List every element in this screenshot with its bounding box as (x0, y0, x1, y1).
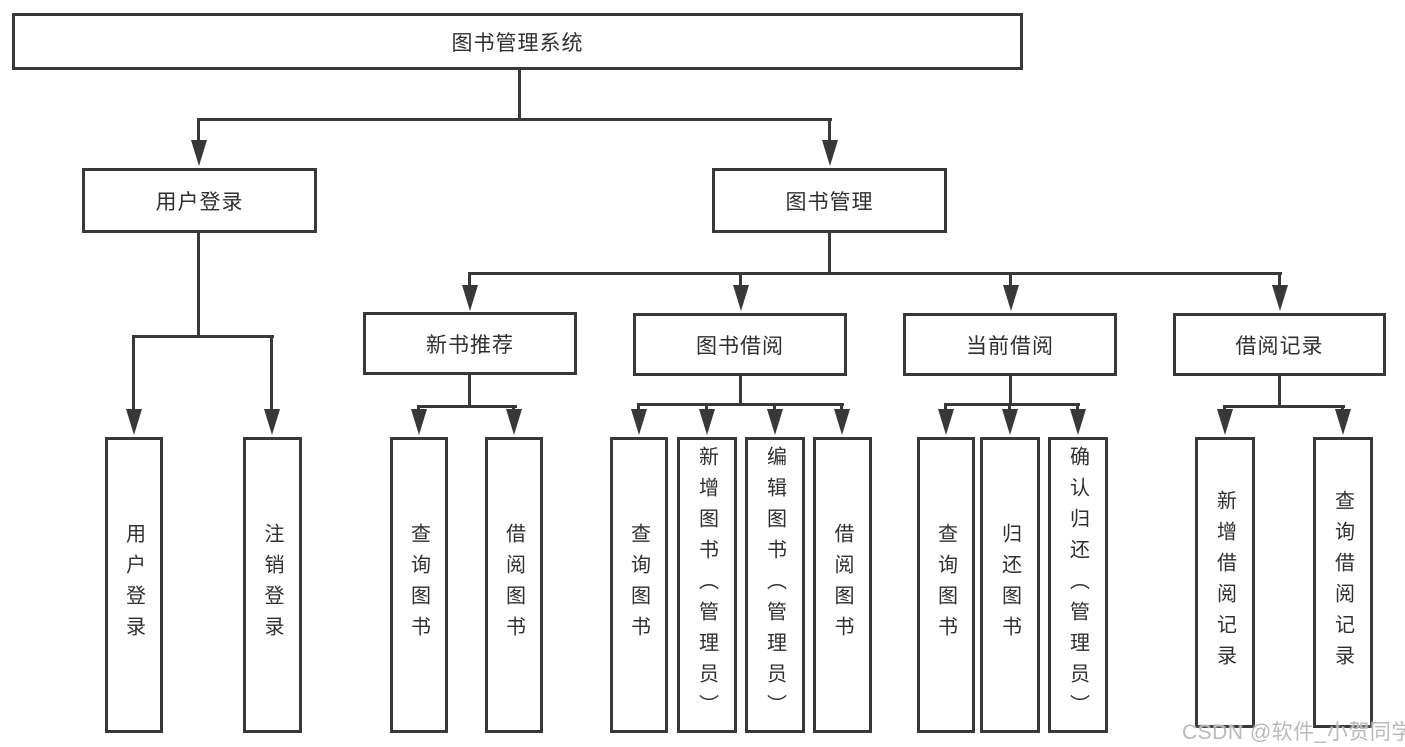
node-leaf-borrow-books: 借阅图书 (813, 437, 872, 733)
connector-arrow-shaft (828, 118, 831, 144)
connector-bar (1224, 405, 1345, 408)
connector-stem (739, 375, 742, 406)
connector-stem (1278, 375, 1281, 408)
connector-arrow-shaft (132, 335, 135, 415)
node-leaf-user-login: 用户登录 (105, 437, 163, 733)
connector-arrow-shaft (1278, 272, 1281, 290)
arrowhead-down-icon (938, 409, 954, 435)
connector-login-bar (133, 335, 274, 338)
arrowhead-down-icon (834, 409, 850, 435)
connector-arrow-shaft (270, 335, 273, 415)
node-root: 图书管理系统 (12, 13, 1023, 70)
node-leaf-query-books-current: 查询图书 (917, 437, 975, 733)
arrowhead-down-icon (822, 140, 838, 166)
node-leaf-add-book-admin: 新增图书（管理员） (677, 437, 737, 733)
arrowhead-down-icon (462, 285, 478, 311)
arrowhead-down-icon (631, 409, 647, 435)
arrowhead-down-icon (767, 409, 783, 435)
node-new-book-recommend: 新书推荐 (363, 312, 577, 375)
node-leaf-logout: 注销登录 (243, 437, 302, 733)
node-current-borrow: 当前借阅 (903, 313, 1117, 376)
arrowhead-down-icon (264, 409, 280, 435)
connector-level2-bar (197, 118, 832, 121)
connector-stem (1009, 375, 1012, 406)
node-leaf-return-book: 归还图书 (980, 437, 1040, 733)
node-leaf-edit-book-admin: 编辑图书（管理员） (745, 437, 805, 733)
arrowhead-down-icon (126, 409, 142, 435)
node-borrow-records: 借阅记录 (1173, 313, 1386, 376)
node-leaf-add-borrow-record: 新增借阅记录 (1195, 437, 1255, 728)
connector-root-stem (518, 67, 521, 120)
connector-stem (468, 374, 471, 408)
connector-arrow-shaft (1009, 272, 1012, 290)
connector-arrow-shaft (197, 118, 200, 144)
connector-bar (945, 403, 1080, 406)
arrowhead-down-icon (506, 409, 522, 435)
connector-arrow-shaft (468, 272, 471, 290)
node-book-borrow: 图书借阅 (633, 313, 847, 376)
arrowhead-down-icon (1217, 409, 1233, 435)
connector-management-stem (828, 231, 831, 274)
node-leaf-query-books-recommend: 查询图书 (390, 437, 448, 733)
arrowhead-down-icon (191, 140, 207, 166)
watermark: CSDN @软件_小贺同学 (1182, 721, 1405, 744)
connector-bar (638, 403, 844, 406)
arrowhead-down-icon (1002, 409, 1018, 435)
connector-login-stem (197, 231, 200, 337)
arrowhead-down-icon (1070, 409, 1086, 435)
node-leaf-query-books-borrow: 查询图书 (610, 437, 668, 733)
arrowhead-down-icon (733, 285, 749, 311)
arrowhead-down-icon (1272, 285, 1288, 311)
connector-level3-bar (469, 272, 1282, 275)
connector-bar (418, 405, 517, 408)
node-leaf-query-borrow-record: 查询借阅记录 (1313, 437, 1373, 728)
node-book-management: 图书管理 (712, 168, 947, 233)
arrowhead-down-icon (1003, 285, 1019, 311)
connector-arrow-shaft (739, 272, 742, 290)
arrowhead-down-icon (699, 409, 715, 435)
node-leaf-borrow-books-recommend: 借阅图书 (485, 437, 543, 733)
arrowhead-down-icon (411, 409, 427, 435)
node-leaf-confirm-return-admin: 确认归还（管理员） (1048, 437, 1108, 733)
node-user-login: 用户登录 (82, 168, 317, 233)
arrowhead-down-icon (1335, 409, 1351, 435)
